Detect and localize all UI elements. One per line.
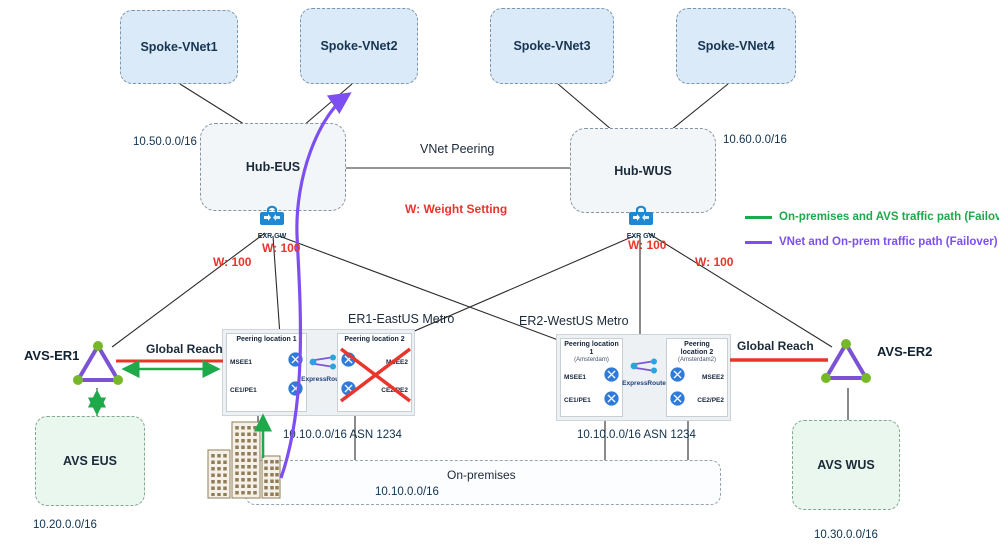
weight-100-left-outer: W: 100 xyxy=(213,255,252,269)
er2-asn-label: 10.10.0.0/16 ASN 1234 xyxy=(577,429,696,441)
er2-peering-location-1: Peering location 1 (Amsterdam) MSEE1 CE1… xyxy=(560,338,623,417)
avs-er2-circuit-icon xyxy=(820,336,872,391)
er1-msee1-row: MSEE1 xyxy=(230,352,303,372)
er1-pl2-title: Peering location 2 xyxy=(344,336,405,343)
er2-msee2-row: MSEE2 xyxy=(670,367,724,387)
expressroute-icon xyxy=(308,354,338,375)
global-reach-right-label: Global Reach xyxy=(737,339,814,353)
hub-eus-box: Hub-EUS xyxy=(200,123,346,211)
weight-setting-note: W: Weight Setting xyxy=(405,202,508,216)
purple-line-swatch xyxy=(745,240,772,244)
legend-item-onprem-avs: On-premises and AVS traffic path (Failov… xyxy=(745,211,999,223)
onprem-label: On-premises xyxy=(447,468,516,482)
weight-100-left-inner: W: 100 xyxy=(262,241,301,255)
er1-peering-location-2: Peering location 2 MSEE2 CE2/PE2 xyxy=(337,333,412,412)
spoke-vnet2-box: Spoke-VNet2 xyxy=(300,8,418,84)
er1-asn-label: 10.10.0.0/16 ASN 1234 xyxy=(283,429,402,441)
vnet-peering-label: VNet Peering xyxy=(420,142,495,156)
er1-pl1-title: Peering location 1 xyxy=(236,336,297,343)
er2-expressroute-label: ExpressRoute xyxy=(622,380,666,387)
er2-metro-title: ER2-WestUS Metro xyxy=(519,314,629,328)
er2-ce2-label: CE2/PE2 xyxy=(697,397,724,405)
er2-ce1-label: CE1/PE1 xyxy=(564,397,591,405)
er1-peering-location-1: Peering location 1 MSEE1 CE1/PE1 xyxy=(226,333,307,412)
hub-eus-cidr: 10.50.0.0/16 xyxy=(133,136,197,148)
er1-msee2-row: MSEE2 xyxy=(341,352,408,372)
weight-100-right-inner: W: 100 xyxy=(628,238,667,252)
exr-gw-wus: EXR GW xyxy=(619,204,663,240)
er2-pl1-title: Peering location 1 xyxy=(564,341,619,357)
spoke-vnet3-box: Spoke-VNet3 xyxy=(490,8,614,84)
hub-wus-label: Hub-WUS xyxy=(614,163,672,178)
router-icon xyxy=(341,381,356,401)
avs-er2-label: AVS-ER2 xyxy=(877,344,933,359)
onprem-box xyxy=(245,460,721,505)
er1-ce2-label: CE2/PE2 xyxy=(381,387,408,395)
er2-msee1-label: MSEE1 xyxy=(564,373,587,381)
router-icon xyxy=(670,390,685,411)
legend-label-green: On-premises and AVS traffic path (Failov… xyxy=(779,211,999,223)
er2-pl2-title: Peering location 2 xyxy=(680,341,714,357)
er1-ce1-label: CE1/PE1 xyxy=(230,387,257,395)
exr-gw-wus-label: EXR GW xyxy=(626,233,656,240)
er1-ce2-row: CE2/PE2 xyxy=(341,381,408,401)
spoke-vnet2-label: Spoke-VNet2 xyxy=(320,39,398,53)
router-icon xyxy=(604,367,619,387)
spoke-vnet4-box: Spoke-VNet4 xyxy=(676,8,796,84)
global-reach-left-label: Global Reach xyxy=(146,342,223,356)
avs-wus-cidr: 10.30.0.0/16 xyxy=(814,529,878,541)
er2-peering-location-2: Peering location 2 (Amsterdam2) MSEE2 CE… xyxy=(666,338,728,417)
spoke-vnet4-label: Spoke-VNet4 xyxy=(697,39,775,53)
legend-item-vnet-onprem: VNet and On-prem traffic path (Failover) xyxy=(745,236,998,248)
spoke-vnet1-box: Spoke-VNet1 xyxy=(120,10,238,84)
spoke-vnet3-label: Spoke-VNet3 xyxy=(513,39,591,53)
green-line-swatch xyxy=(745,215,772,219)
office-buildings-icon xyxy=(205,416,283,505)
spoke-vnet1-label: Spoke-VNet1 xyxy=(140,40,218,54)
er2-msee1-row: MSEE1 xyxy=(564,367,619,387)
avs-er1-circuit-icon xyxy=(72,338,124,393)
er2-ce2-row: CE2/PE2 xyxy=(670,390,724,411)
er2-msee2-label: MSEE2 xyxy=(701,373,724,381)
er1-ce1-row: CE1/PE1 xyxy=(230,381,303,401)
er2-ce1-row: CE1/PE1 xyxy=(564,390,619,411)
avs-eus-label: AVS EUS xyxy=(63,454,117,468)
expressroute-icon xyxy=(629,358,659,379)
hub-wus-box: Hub-WUS xyxy=(570,128,716,213)
er1-msee2-label: MSEE2 xyxy=(385,358,408,366)
er2-pl1-subtitle: (Amsterdam) xyxy=(574,357,609,364)
hub-wus-cidr: 10.60.0.0/16 xyxy=(723,134,787,146)
weight-100-right-outer: W: 100 xyxy=(695,255,734,269)
exr-gw-eus: EXR GW xyxy=(250,204,294,240)
exr-gw-eus-label: EXR GW xyxy=(257,233,287,240)
avs-eus-box: AVS EUS xyxy=(35,416,145,506)
er1-metro-title: ER1-EastUS Metro xyxy=(348,312,455,326)
router-icon xyxy=(670,367,685,387)
er2-pl2-subtitle: (Amsterdam2) xyxy=(677,357,716,364)
router-icon xyxy=(341,352,356,372)
hub-eus-label: Hub-EUS xyxy=(245,160,301,174)
exr-gateway-icon xyxy=(257,204,287,233)
router-icon xyxy=(288,381,303,401)
avs-er1-label: AVS-ER1 xyxy=(24,348,80,363)
er1-msee1-label: MSEE1 xyxy=(230,358,253,366)
er2-expressroute: ExpressRoute xyxy=(622,358,666,387)
avs-wus-box: AVS WUS xyxy=(792,420,900,510)
avs-wus-label: AVS WUS xyxy=(817,458,875,472)
legend-label-purple: VNet and On-prem traffic path (Failover) xyxy=(779,236,998,248)
router-icon xyxy=(604,390,619,411)
onprem-cidr: 10.10.0.0/16 xyxy=(375,486,439,498)
exr-gateway-icon xyxy=(626,204,656,233)
router-icon xyxy=(288,352,303,372)
avs-eus-cidr: 10.20.0.0/16 xyxy=(33,519,97,531)
